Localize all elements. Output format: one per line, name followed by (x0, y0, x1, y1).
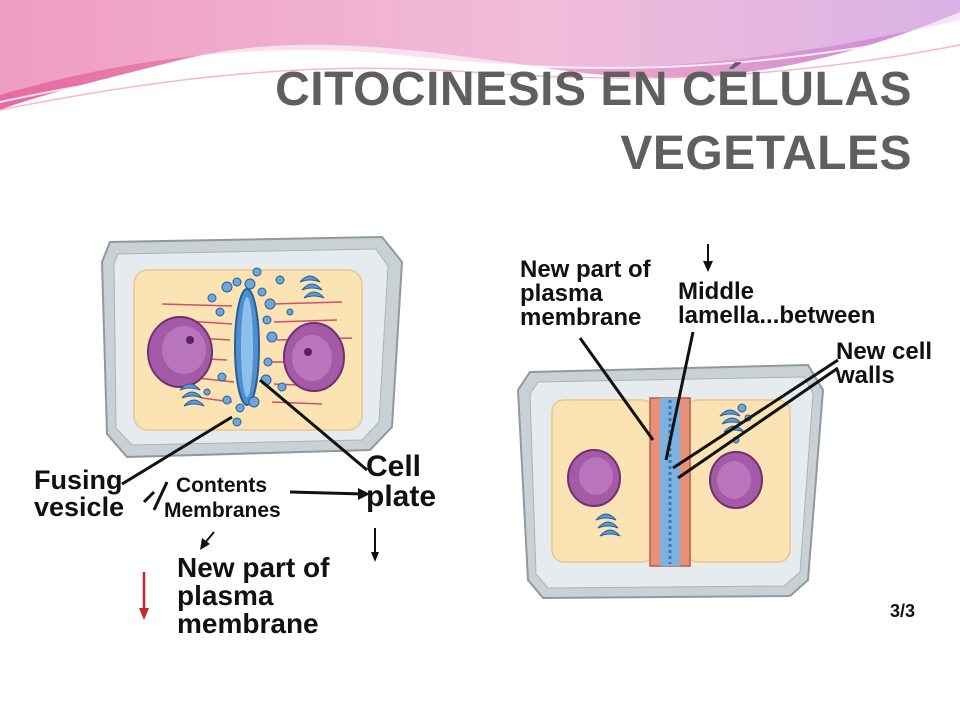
label-contents: Contents (176, 474, 267, 497)
title-line-2: VEGETALES (620, 127, 912, 180)
slide-title: CITOCINESIS EN CÉLULAS VEGETALES (240, 58, 912, 186)
golgi-bottom (179, 383, 205, 407)
label-cell-plate: Cell plate (366, 450, 437, 513)
right-nucleus (283, 322, 345, 392)
label-new-membrane-right: New part of plasma membrane (520, 256, 651, 331)
label-membranes: Membranes (164, 499, 281, 522)
left-cell-illustration (100, 235, 404, 620)
header-wave-decoration (0, 0, 960, 111)
golgi-top (299, 275, 325, 299)
left-nucleus (147, 316, 213, 388)
label-new-cell-walls: New cell walls (836, 338, 933, 389)
page-marker: 3/3 (890, 601, 916, 621)
right-diagram: New part of plasma membrane Middle lamel… (508, 240, 933, 628)
label-new-membrane-left: New part of plasma membrane (177, 552, 330, 639)
right-cell-illustration (516, 244, 839, 600)
label-fusing-vesicle: Fusing vesicle (34, 465, 125, 522)
title-line-1: CITOCINESIS EN CÉLULAS (275, 63, 912, 116)
label-middle-lamella: Middle lamella...between (678, 278, 876, 329)
left-diagram: Fusing vesicle Contents Membranes Cell p… (22, 212, 467, 662)
